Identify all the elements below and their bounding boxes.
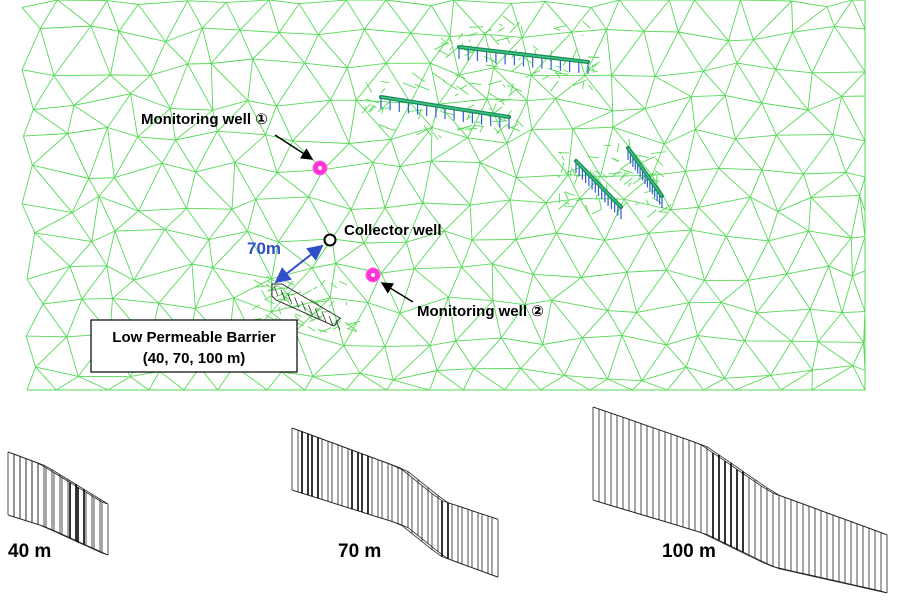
collector-well-marker	[323, 233, 337, 247]
barrier-in-mesh	[271, 283, 341, 331]
barrier-callout-title: Low Permeable Barrier	[112, 329, 276, 346]
distance-arrow	[274, 244, 324, 284]
barrier-callout: Low Permeable Barrier (40, 70, 100 m)	[90, 319, 298, 373]
monitoring-well-2-marker	[365, 267, 381, 283]
monitoring-well-1-arrow	[274, 134, 314, 160]
monitoring-well-1-label: Monitoring well ①	[141, 111, 268, 128]
barrier-callout-lengths: (40, 70, 100 m)	[143, 350, 246, 367]
barrier-variant-40m	[7, 451, 109, 556]
variant-label-100m: 100 m	[662, 541, 716, 562]
mesh-lines	[21, 0, 866, 391]
variant-label-70m: 70 m	[338, 541, 381, 562]
barrier-variant-100m	[592, 406, 888, 594]
monitoring-well-1-marker	[312, 160, 328, 176]
collector-well-label: Collector well	[344, 222, 442, 239]
barrier-variant-70m	[291, 427, 499, 578]
monitoring-well-2-arrow	[380, 282, 414, 303]
collector-drains	[379, 45, 664, 219]
monitoring-well-2-label: Monitoring well ②	[417, 303, 544, 320]
barrier-callout-box	[90, 319, 298, 373]
distance-label: 70m	[247, 239, 281, 258]
variant-label-40m: 40 m	[8, 541, 51, 562]
